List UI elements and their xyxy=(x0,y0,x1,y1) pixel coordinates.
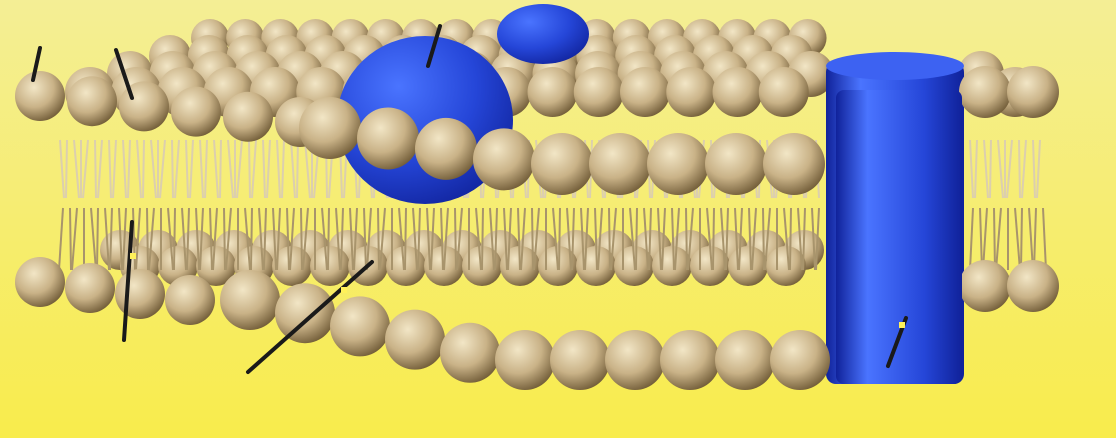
fatty-acid-tail xyxy=(609,208,610,270)
fatty-acid-tail xyxy=(636,208,637,270)
fatty-acid-tail xyxy=(301,208,302,270)
fatty-acid-tail xyxy=(70,208,71,270)
fatty-acid-tail xyxy=(455,208,456,270)
fatty-acid-tail xyxy=(174,208,175,270)
fatty-acid-tail xyxy=(994,208,995,270)
phospholipid-head xyxy=(666,67,716,117)
phospholipid-head xyxy=(1007,260,1059,312)
phospholipid-head xyxy=(220,270,280,330)
phospholipid-head xyxy=(715,330,775,390)
phospholipid-head xyxy=(660,330,720,390)
fatty-acid-tail xyxy=(220,140,221,198)
phospholipid-head xyxy=(171,87,221,137)
fatty-acid-tail xyxy=(713,208,714,270)
pointer-tails-left-dot xyxy=(130,253,136,259)
phospholipid-head xyxy=(15,257,65,307)
phospholipid-head xyxy=(574,67,624,117)
fatty-acid-tail xyxy=(378,208,379,270)
fatty-acid-tail xyxy=(532,208,533,270)
fatty-acid-tail xyxy=(559,208,560,270)
fatty-acid-tail xyxy=(97,208,98,270)
phospholipid-head xyxy=(620,67,670,117)
fatty-acid-tail xyxy=(405,208,406,270)
phospholipid-head xyxy=(605,330,665,390)
fatty-acid-tail xyxy=(147,208,148,270)
fatty-acid-tail xyxy=(143,140,144,198)
fatty-acid-tail xyxy=(297,140,298,198)
phospholipid-head xyxy=(223,92,273,142)
fatty-acid-tail xyxy=(686,208,687,270)
phospholipid-head xyxy=(705,133,767,195)
phospholipid-head xyxy=(440,323,500,383)
phospholipid-head xyxy=(550,330,610,390)
fatty-acid-tail xyxy=(482,208,483,270)
phospholipid-head xyxy=(770,330,830,390)
phospholipid-head xyxy=(495,330,555,390)
phospholipid-head xyxy=(728,246,768,286)
phospholipid-head xyxy=(415,118,477,180)
fatty-acid-tail xyxy=(249,140,250,198)
phospholipid-head xyxy=(165,275,215,325)
phospholipid-head xyxy=(959,260,1011,312)
fatty-acid-tail xyxy=(251,208,252,270)
pointer-bottom-diagonal-dot xyxy=(341,287,347,293)
phospholipid-head xyxy=(275,283,335,343)
fatty-acid-tail xyxy=(990,140,991,198)
phospholipid-head xyxy=(1007,66,1059,118)
fatty-acid-tail xyxy=(66,140,67,198)
phospholipid-head xyxy=(473,128,535,190)
phospholipid-head xyxy=(15,71,65,121)
phospholipid-head xyxy=(713,67,763,117)
phospholipid-head xyxy=(589,133,651,195)
fatty-acid-tail xyxy=(224,208,225,270)
peripheral-protein xyxy=(497,4,589,64)
fatty-acid-tail xyxy=(1021,208,1022,270)
phospholipid-head xyxy=(67,76,117,126)
fatty-acid-tail xyxy=(328,208,329,270)
phospholipid-head xyxy=(115,269,165,319)
phospholipid-head xyxy=(763,133,825,195)
fatty-acid-tail xyxy=(790,208,791,270)
fatty-acid-tail xyxy=(95,140,96,198)
phospholipid-head xyxy=(65,263,115,313)
phospholipid-head xyxy=(528,67,578,117)
phospholipid-head xyxy=(385,310,445,370)
fatty-acid-tail xyxy=(172,140,173,198)
phospholipid-head xyxy=(330,296,390,356)
fatty-acid-tail xyxy=(1019,140,1020,198)
phospholipid-head xyxy=(959,66,1011,118)
phospholipid-head xyxy=(647,133,709,195)
phospholipid-head xyxy=(531,133,593,195)
fatty-acid-tail xyxy=(763,208,764,270)
phospholipid-head xyxy=(119,81,169,131)
phospholipid-head xyxy=(357,107,419,169)
phospholipid-head xyxy=(759,67,809,117)
pointer-channel-protein-dot xyxy=(899,322,905,328)
phospholipid-head xyxy=(299,97,361,159)
